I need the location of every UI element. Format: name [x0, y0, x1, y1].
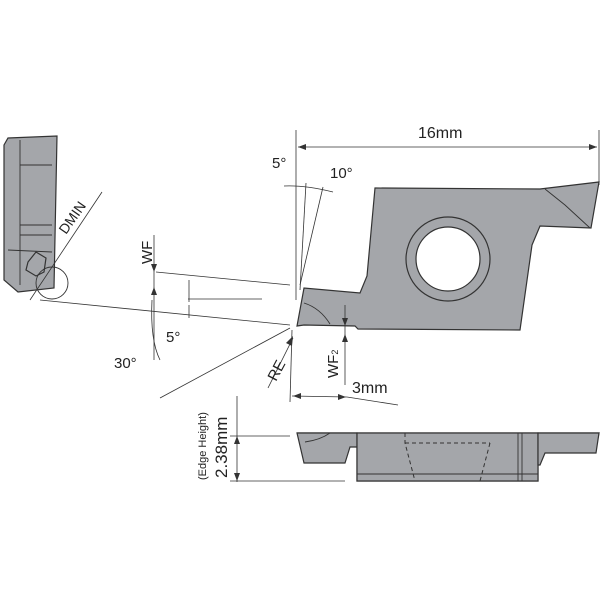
mounting-hole	[415, 226, 481, 292]
insert-top-view	[296, 181, 600, 331]
tool-holder	[3, 135, 69, 300]
insert-side-view	[296, 432, 600, 482]
angle-10-label: 10°	[330, 165, 353, 182]
width-3mm-label: 3mm	[352, 380, 388, 397]
re-label: RE	[265, 357, 290, 383]
angle-5-top-label: 5°	[272, 155, 286, 172]
wf2-label: WF2	[325, 350, 342, 378]
wf-label: WF	[139, 241, 156, 264]
angle-5-mid-label: 5°	[166, 329, 180, 346]
dmin-label: DMIN	[55, 198, 89, 236]
edge-height-value: 2.38mm	[212, 417, 231, 478]
edge-height-caption: (Edge Height)	[197, 412, 209, 480]
angle-30-label: 30°	[114, 355, 137, 372]
length-label: 16mm	[418, 125, 462, 142]
